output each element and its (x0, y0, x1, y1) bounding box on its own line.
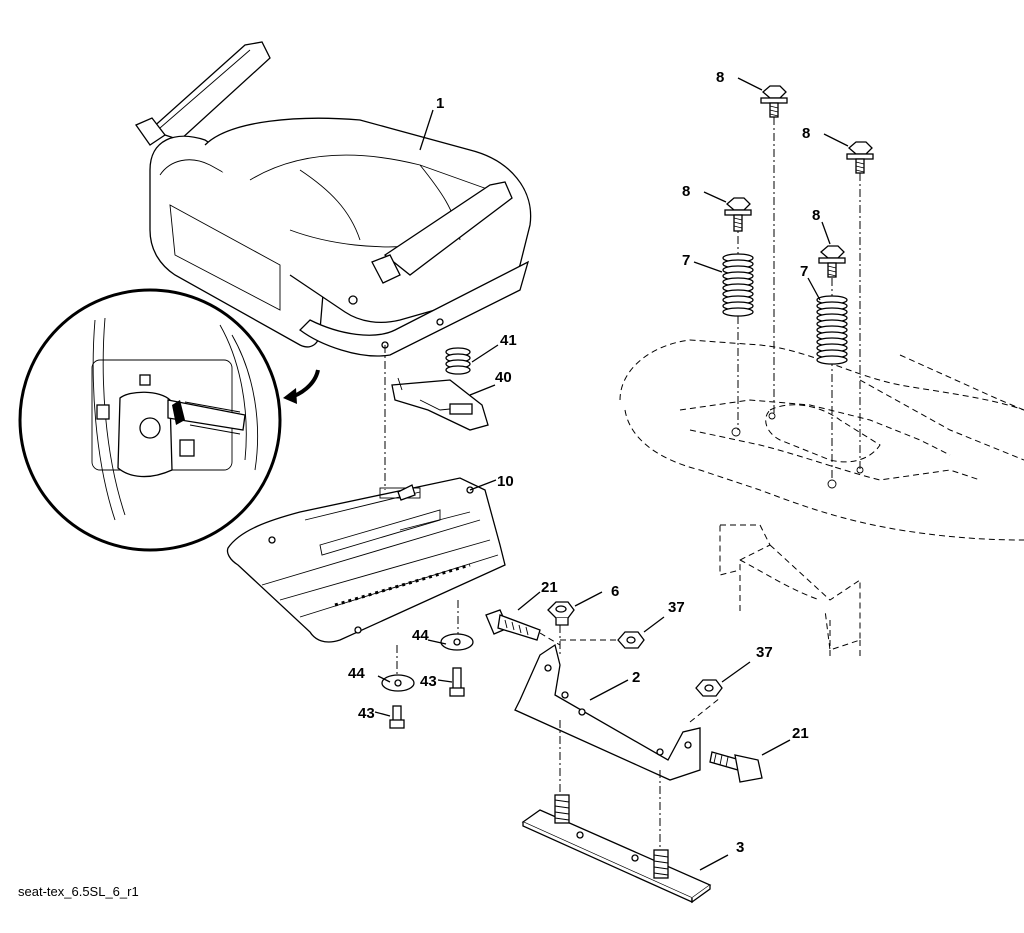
callout-bolt-8c: 8 (682, 183, 690, 200)
callout-seat: 1 (436, 95, 444, 112)
spring-7-right (807, 262, 848, 480)
hardware-washers-bolts (374, 600, 474, 729)
callout-nut-37b: 37 (756, 644, 773, 661)
callout-spring-7a: 7 (682, 252, 690, 269)
callout-bolt-43a: 43 (420, 673, 437, 690)
callout-nut-6: 6 (611, 583, 619, 600)
nut (547, 591, 603, 655)
bolt-8-b (823, 133, 874, 470)
callout-washer-44a: 44 (412, 627, 429, 644)
callout-nut-37a: 37 (668, 599, 685, 616)
figure-caption: seat-tex_6.5SL_6_r1 (18, 884, 139, 899)
callout-bolt-8d: 8 (812, 207, 820, 224)
seat-switch-bracket (391, 377, 496, 431)
bolt-8-a (737, 77, 788, 415)
mount-bracket (514, 643, 701, 781)
callout-washer-44b: 44 (348, 665, 365, 682)
bolt-left (485, 591, 561, 646)
callout-bolt-21a: 21 (541, 579, 558, 596)
callout-plate-3: 3 (736, 839, 744, 856)
callout-bolt-21b: 21 (792, 725, 809, 742)
bolt-8-d (818, 221, 846, 278)
callout-bolt-8a: 8 (716, 69, 724, 86)
spring-7-left (693, 220, 754, 430)
bolt-8-c (703, 191, 752, 232)
detail-inset (18, 288, 320, 552)
adjust-holes (334, 563, 471, 607)
nut-37-a (560, 616, 665, 649)
base-plate (521, 794, 729, 904)
callout-bracket-2: 2 (632, 669, 640, 686)
seat-part (135, 41, 532, 357)
callout-seat-pan-10: 10 (497, 473, 514, 490)
callout-spring-41: 41 (500, 332, 517, 349)
nut-37-b (689, 661, 751, 723)
callout-bolt-43b: 43 (358, 705, 375, 722)
callout-switch-40: 40 (495, 369, 512, 386)
callout-bolt-8b: 8 (802, 125, 810, 142)
switch-spring (445, 344, 499, 375)
seat-pan (226, 477, 506, 643)
callout-spring-7b: 7 (800, 263, 808, 280)
bolt-right (709, 739, 791, 783)
